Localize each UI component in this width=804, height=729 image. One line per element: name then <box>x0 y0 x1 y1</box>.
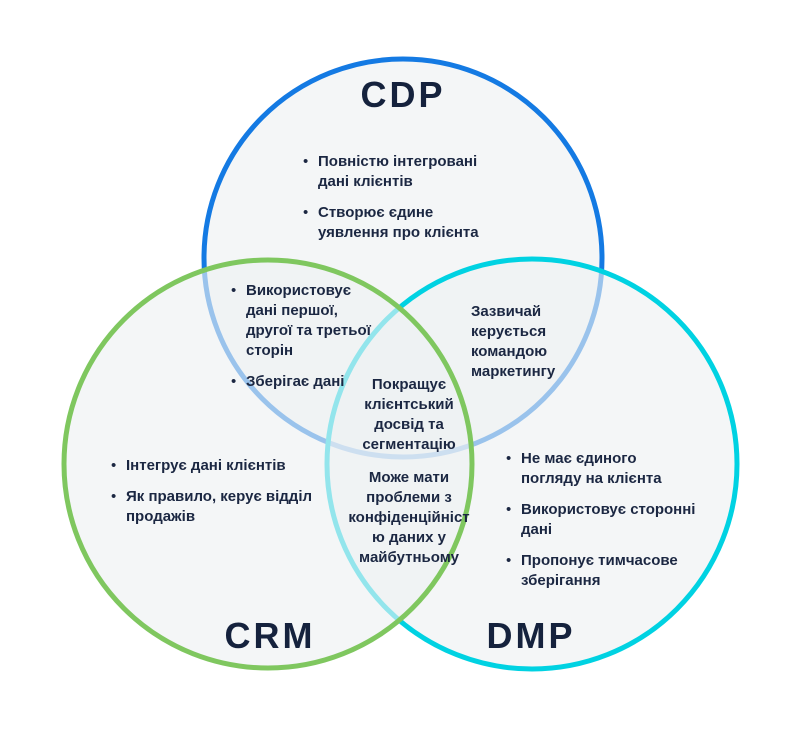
cdp-title: CDP <box>360 74 446 115</box>
list-item: • Створює єдине уявлення про клієнта <box>303 203 493 243</box>
center-region-text: Покращує клієнтський досвід та сегментац… <box>362 376 456 453</box>
cdp-crm-region-list: • Використовує дані першої, другої та тр… <box>231 281 376 403</box>
crm-item-text: Інтегрує дані клієнтів <box>126 457 286 474</box>
dmp-region-list: • Не має єдиного погляду на клієнта • Ви… <box>506 449 706 602</box>
list-item: • Не має єдиного погляду на клієнта <box>506 449 706 489</box>
crm-region-list: • Інтегрує дані клієнтів • Як правило, к… <box>111 456 321 538</box>
bullet-icon: • <box>506 501 512 518</box>
bullet-icon: • <box>111 457 117 474</box>
list-item: • Використовує дані першої, другої та тр… <box>231 281 376 361</box>
bullet-icon: • <box>303 153 309 170</box>
crm-circle <box>61 257 475 671</box>
list-item: • Інтегрує дані клієнтів <box>111 456 321 476</box>
cdp-crm-item-text: Зберігає дані <box>246 373 345 390</box>
cdp-item-text: Створює єдине уявлення про клієнта <box>318 204 479 241</box>
crm-item-text: Як правило, керує відділ продажів <box>126 488 313 525</box>
cdp-crm-item-text: Використовує дані першої, другої та трет… <box>246 282 371 359</box>
crm-dmp-region-text: Може мати проблеми з конфіденційністю да… <box>348 469 470 566</box>
cdp-dmp-region-text: Зазвичай керується командою маркетингу <box>471 303 556 380</box>
dmp-item-text: Не має єдиного погляду на клієнта <box>521 450 662 487</box>
bullet-icon: • <box>506 450 512 467</box>
dmp-item-text: Використовує сторонні дані <box>521 501 696 538</box>
list-item: • Повністю інтегровані дані клієнтів <box>303 152 493 192</box>
dmp-title: DMP <box>486 615 576 656</box>
list-item: • Як правило, керує відділ продажів <box>111 487 321 527</box>
dmp-item-text: Пропонує тимчасове зберігання <box>521 552 678 589</box>
cdp-item-text: Повністю інтегровані дані клієнтів <box>318 153 478 190</box>
list-item: • Пропонує тимчасове зберігання <box>506 551 706 591</box>
list-item: • Зберігає дані <box>231 372 376 392</box>
list-item: • Використовує сторонні дані <box>506 500 706 540</box>
bullet-icon: • <box>303 204 309 221</box>
bullet-icon: • <box>506 552 512 569</box>
bullet-icon: • <box>111 488 117 505</box>
crm-title: CRM <box>224 615 316 656</box>
bullet-icon: • <box>231 373 237 390</box>
bullet-icon: • <box>231 282 237 299</box>
cdp-region-list: • Повністю інтегровані дані клієнтів • С… <box>303 152 493 254</box>
